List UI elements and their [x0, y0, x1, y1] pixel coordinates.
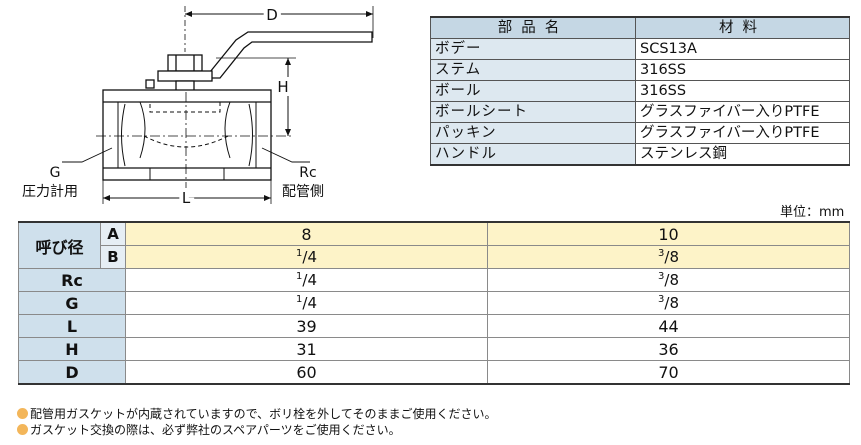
nominal-row-a: 呼び径 A 8 10 [18, 221, 850, 269]
dim-label-h: H [277, 78, 288, 96]
note-item: ガスケット交換の際は、必ず弊社のスペアパーツをご使用ください。 [17, 422, 496, 438]
dimension-row-d: D 60 70 [18, 360, 850, 385]
caption-piping-side: 配管側 [282, 184, 324, 200]
notes: 配管用ガスケットが内蔵されていますので、ボリ栓を外してそのままご使用ください。 … [17, 406, 496, 438]
dimension-row-g: G 1/4 3/8 [18, 291, 850, 315]
material-name: SCS13A [635, 38, 850, 60]
dimension-value: 3/8 [487, 268, 850, 292]
part-name: パッキン [430, 122, 636, 144]
materials-header-row: 部品名 材料 [430, 16, 850, 39]
dimension-row-l: L 39 44 [18, 314, 850, 338]
ball-valve-drawing: D H L G Rc 圧力計用 配管側 [22, 2, 374, 211]
dim-label-d: D [266, 6, 278, 24]
note-text: ガスケット交換の際は、必ず弊社のスペアパーツをご使用ください。 [30, 423, 401, 437]
fraction-denominator: 8 [669, 271, 679, 289]
fraction-numerator: 3 [658, 271, 665, 282]
fraction-numerator: 1 [296, 294, 303, 305]
unit-label: 単位：mm [780, 205, 845, 220]
dimension-row-rc: Rc 1/4 3/8 [18, 268, 850, 292]
material-name: 316SS [635, 59, 850, 81]
size-a-value: 8 [125, 221, 488, 246]
part-name: ステム [430, 59, 636, 81]
fraction-denominator: 8 [669, 248, 679, 266]
part-name: ハンドル [430, 143, 636, 166]
dimension-label: D [18, 360, 126, 385]
dimension-value: 44 [487, 314, 850, 338]
dimension-row-h: H 31 36 [18, 337, 850, 361]
label-rc: Rc [299, 165, 316, 181]
dim-label-l: L [182, 189, 191, 207]
fraction-numerator: 3 [658, 294, 665, 305]
nominal-row-b: B 1/4 3/8 [19, 245, 850, 269]
dimensions-table: 呼び径 A 8 10 B 1/4 3/8 Rc 1/4 3/8 G 1/4 3/… [18, 221, 850, 385]
part-name: ボールシート [430, 101, 636, 123]
material-name: 316SS [635, 80, 850, 102]
size-b-value: 1/4 [125, 245, 488, 269]
size-b-value: 3/8 [487, 245, 850, 269]
dimension-value: 1/4 [125, 291, 488, 315]
fraction-denominator: 4 [307, 271, 317, 289]
materials-row: パッキングラスファイバー入りPTFE [430, 122, 850, 144]
dimension-value: 31 [125, 337, 488, 361]
bullet-icon [17, 408, 28, 419]
materials-row: ボールシートグラスファイバー入りPTFE [430, 101, 850, 123]
row-a-label: A [100, 221, 126, 246]
part-name: ボール [430, 80, 636, 102]
dimension-value: 70 [487, 360, 850, 385]
dimension-value: 3/8 [487, 291, 850, 315]
fraction-denominator: 4 [307, 294, 317, 312]
dimension-label: H [18, 337, 126, 361]
material-name: ステンレス鋼 [635, 143, 850, 166]
fraction-denominator: 4 [307, 248, 317, 266]
header-part-name: 部品名 [430, 16, 636, 39]
fraction-numerator: 3 [658, 248, 665, 259]
dimension-label: Rc [18, 268, 126, 292]
dimension-value: 39 [125, 314, 488, 338]
fraction-numerator: 1 [296, 271, 303, 282]
materials-row: ハンドルステンレス鋼 [430, 143, 850, 166]
header-material: 材料 [635, 16, 850, 39]
nominal-size-label: 呼び径 [18, 221, 101, 269]
dimension-label: L [18, 314, 126, 338]
material-name: グラスファイバー入りPTFE [635, 101, 850, 123]
dimension-value: 60 [125, 360, 488, 385]
caption-pressure-gauge: 圧力計用 [22, 184, 78, 200]
size-a-value: 10 [487, 221, 850, 246]
fraction-denominator: 8 [669, 294, 679, 312]
fraction-numerator: 1 [296, 248, 303, 259]
row-b-label: B [100, 245, 126, 269]
dimension-value: 36 [487, 337, 850, 361]
note-text: 配管用ガスケットが内蔵されていますので、ボリ栓を外してそのままご使用ください。 [30, 407, 497, 421]
dimension-value: 1/4 [125, 268, 488, 292]
note-item: 配管用ガスケットが内蔵されていますので、ボリ栓を外してそのままご使用ください。 [17, 406, 496, 422]
dimension-label: G [18, 291, 126, 315]
bullet-icon [17, 424, 28, 435]
part-name: ボデー [430, 38, 636, 60]
material-name: グラスファイバー入りPTFE [635, 122, 850, 144]
label-g: G [50, 165, 61, 181]
